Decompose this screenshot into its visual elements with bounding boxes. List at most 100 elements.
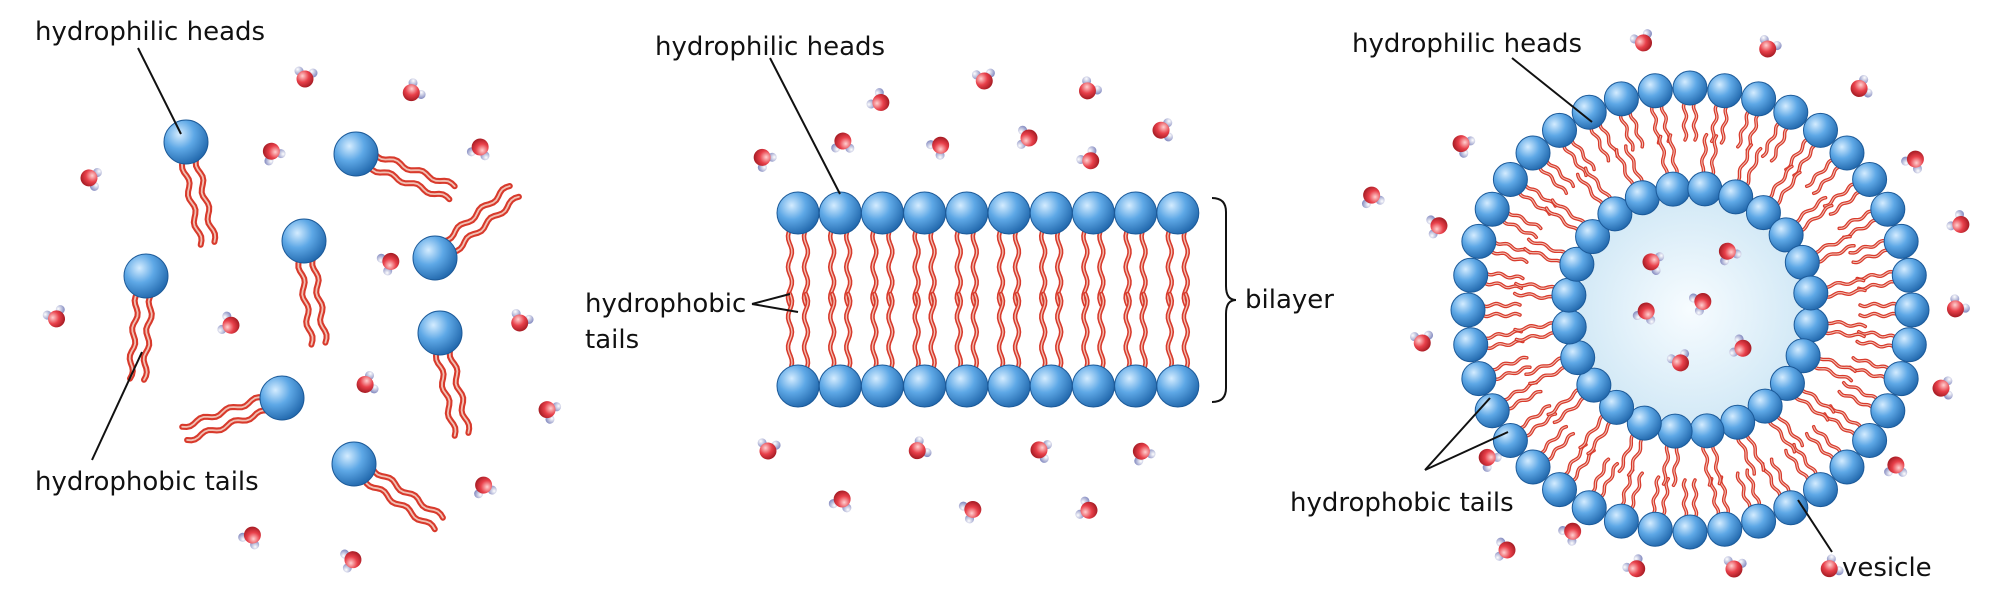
hydrophilic-head (1551, 277, 1587, 313)
bilayer-lipid-pair (1123, 226, 1148, 373)
vesicle-inner-lipid (1512, 281, 1560, 301)
vesicle-inner-lipid (1614, 144, 1644, 191)
hydrophilic-head (1707, 73, 1743, 109)
bilayer-tails-label-line2: tails (585, 325, 639, 355)
bilayer-panel (776, 191, 1200, 408)
hydrophilic-head (1576, 367, 1612, 403)
water-molecule-icon (534, 396, 563, 426)
free-lipids-panel (123, 119, 522, 533)
hydrophilic-head (1474, 191, 1510, 227)
hydrophilic-head (1542, 472, 1578, 508)
hydrophilic-head (1637, 73, 1673, 109)
hydrophilic-head (1741, 81, 1777, 117)
hydrophilic-head (1773, 490, 1809, 526)
hydrophilic-head (1741, 503, 1777, 539)
vesicle-outer-lipid (1837, 380, 1880, 411)
lipid-molecule-icon (331, 441, 446, 533)
water-molecule-icon (1930, 375, 1956, 402)
hydrophilic-head (1571, 490, 1607, 526)
vesicle-inner-lipid (1701, 440, 1723, 487)
vesicle-inner-lipid (1790, 195, 1834, 234)
water-molecule-icon (294, 66, 318, 88)
water-molecule-icon (1898, 146, 1929, 175)
hydrophilic-head (1156, 191, 1200, 235)
vesicle-inner-lipid (1661, 440, 1681, 488)
hydrophilic-head (259, 375, 305, 421)
vesicle-outer-lipid (1735, 468, 1762, 512)
vesicle-outer-lipid (1561, 137, 1596, 178)
vesicle-inner-lipid (1792, 384, 1836, 422)
vesicle-outer-lipid (1488, 239, 1532, 264)
annotation-lines (91, 47, 1833, 553)
hydrophilic-head (1474, 393, 1510, 429)
water-molecule-icon (352, 369, 382, 400)
vesicle-outer-lipid (1482, 270, 1525, 291)
hydrophilic-head (1672, 70, 1708, 106)
hydrophilic-head (1603, 503, 1639, 539)
water-molecule-icon (1942, 292, 1973, 323)
hydrophilic-head (1829, 135, 1865, 171)
vesicle-inner-lipid (1513, 321, 1560, 343)
vesicle-inner-lipid (1820, 277, 1867, 299)
hydrophilic-head (1707, 511, 1743, 547)
vesicle-outer-lipid (1649, 102, 1671, 145)
vesicle-outer-lipid (1760, 120, 1791, 163)
hydrophilic-head (1773, 94, 1809, 130)
hydrophilic-head (1891, 257, 1927, 293)
hydrophilic-head (1687, 171, 1723, 207)
bilayer-bracket (1211, 197, 1237, 403)
vesicle-outer-lipid (1804, 424, 1843, 463)
vesicle-outer-lipid (1517, 404, 1558, 439)
hydrophilic-head (1492, 162, 1528, 198)
water-molecule-icon (1126, 438, 1158, 469)
hydrophilic-head (1745, 195, 1781, 231)
hydrophilic-head (1626, 405, 1662, 441)
vesicle-outer-lipid (1709, 102, 1730, 145)
hydrophilic-head (1883, 223, 1919, 259)
water-molecule-icon (747, 143, 779, 175)
water-molecule-icon (466, 136, 492, 161)
water-molecule-icon (1029, 438, 1053, 464)
hydrophilic-head (1891, 327, 1927, 363)
hydrophilic-head (1852, 162, 1888, 198)
lipid-molecule-icon (281, 218, 330, 348)
vesicle-outer-lipid (1500, 209, 1543, 240)
vesicle-inner-lipid (1546, 386, 1590, 425)
hydrophilic-head (1071, 191, 1115, 235)
hydrophilic-head (1689, 413, 1725, 449)
hydrophilic-head (1551, 309, 1587, 345)
hydrophilic-head (1461, 223, 1497, 259)
hydrophilic-head (1793, 307, 1829, 343)
lipid-molecule-icon (412, 183, 522, 281)
lipid-molecule-icon (163, 119, 219, 248)
hydrophilic-head (1718, 179, 1754, 215)
vesicle-inner-lipid (1810, 353, 1857, 383)
hydrophilic-head (163, 119, 209, 165)
bilayer-lipid-pair (954, 226, 980, 373)
hydrophilic-head (1793, 275, 1829, 311)
bilayer-tails-leader-b (751, 303, 799, 313)
hydrophilic-head (1029, 364, 1073, 408)
bilayer-lipid-pair (1038, 226, 1064, 373)
vesicle-outer-lipid (1482, 329, 1525, 351)
hydrophilic-head (1870, 393, 1906, 429)
vesicle-outer-lipid (1848, 356, 1892, 381)
vesicle-outer-lipid (1855, 269, 1898, 291)
hydrophilic-head (1784, 244, 1820, 280)
vesicle-outer-lipid (1709, 475, 1731, 518)
vesicle-outer-lipid (1537, 424, 1576, 463)
hydrophilic-head (1672, 514, 1708, 550)
bilayer-lipid-pair (785, 226, 811, 373)
water-molecule-icon (1074, 143, 1106, 175)
hydrophilic-head (1603, 81, 1639, 117)
lipid-molecule-icon (123, 253, 169, 383)
vesicle-outer-lipid (1480, 301, 1522, 319)
vesicle-outer-lipid (1858, 301, 1900, 319)
hydrophilic-head (1114, 191, 1158, 235)
water-molecule-icon (757, 438, 781, 460)
water-molecule-icon (1423, 211, 1451, 240)
bilayer-tails-leader-a (751, 293, 791, 305)
hydrophilic-head (1453, 257, 1489, 293)
vesicle-tails-label: hydrophobic tails (1290, 488, 1514, 518)
